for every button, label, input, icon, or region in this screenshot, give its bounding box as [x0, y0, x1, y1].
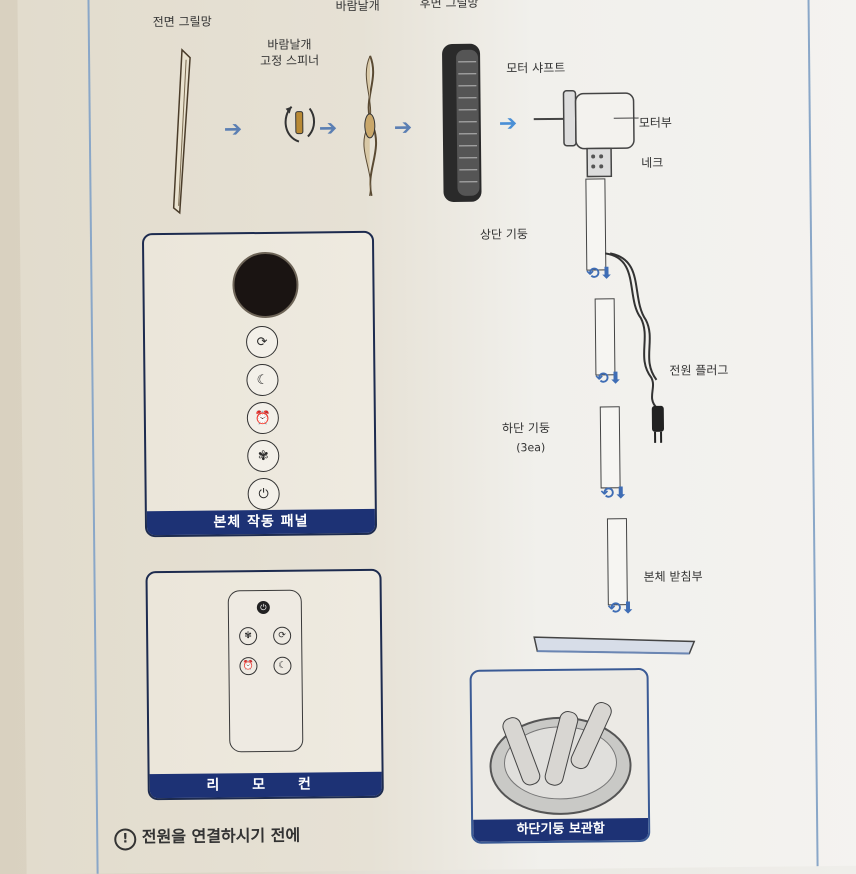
power-icon: ⏻: [258, 486, 268, 501]
remote-sleep-button[interactable]: ☾: [273, 657, 291, 675]
frame-left-line: [87, 0, 98, 874]
display-screen: [232, 252, 299, 319]
power-button[interactable]: ⏻: [247, 478, 279, 510]
remote-fan-speed-button[interactable]: ✾: [239, 627, 257, 645]
rotate-button[interactable]: ⟳: [246, 326, 278, 358]
rear-grill-illustration: [436, 42, 498, 208]
blade-label: 바람날개: [335, 0, 379, 15]
power-icon: ⏻: [260, 603, 266, 612]
base-label: 본체 받침부: [643, 569, 702, 585]
fan-speed-button[interactable]: ✾: [247, 440, 279, 472]
remote-rotate-button[interactable]: ⟳: [273, 627, 291, 645]
timer-icon: ⏰: [255, 410, 271, 425]
upper-pole-label: 상단 기둥: [480, 227, 528, 243]
remote-power-button[interactable]: ⏻: [257, 601, 270, 614]
remote-control-panel: ⏻ ✾ ⟳ ⏰ ☾ 리 모 컨: [145, 569, 383, 800]
blade-illustration: [350, 51, 392, 201]
body-control-panel: ⟳ ☾ ⏰ ✾ ⏻ 본체 작동 패널: [142, 231, 377, 537]
spinner-illustration: [274, 96, 325, 147]
twist-arrow-4: ⟲⬇: [608, 598, 635, 617]
panel-caption: 본체 작동 패널: [147, 509, 375, 535]
base-illustration: [529, 627, 699, 669]
sleep-mode-icon: ☾: [257, 372, 269, 387]
assembly-arrow-2: ➔: [319, 116, 338, 141]
spinner-label: 바람날개 고정 스피너: [260, 37, 319, 69]
motor-unit-label: 모터부: [639, 116, 672, 132]
power-plug-label: 전원 플러그: [669, 363, 728, 379]
assembly-arrow-3: ➔: [394, 115, 413, 140]
remote-caption: 리 모 컨: [150, 772, 382, 798]
neck-label: 네크: [641, 156, 663, 172]
front-grill-label: 전면 그릴망: [153, 14, 212, 30]
frame-right-line: [807, 0, 818, 866]
motor-unit-illustration: [528, 78, 639, 179]
remote-timer-button[interactable]: ⏰: [239, 657, 257, 675]
lower-pole-2: [600, 406, 621, 488]
fan-speed-icon: ✾: [258, 448, 269, 463]
motor-shaft-label: 모터 샤프트: [506, 61, 565, 77]
storage-box: 하단기둥 보관함: [470, 668, 651, 844]
notice-text: 전원을 연결하시기 전에: [142, 826, 301, 847]
rotate-icon: ⟳: [278, 631, 286, 641]
front-grill-illustration: [168, 48, 200, 218]
lower-pole-label: 하단 기둥: [502, 421, 550, 437]
lower-pole-3: [607, 518, 628, 605]
notice-heading: ! 전원을 연결하시기 전에: [114, 822, 300, 851]
rear-grill-label: 후면 그릴망: [419, 0, 478, 12]
lower-pole-qty-label: (3ea): [516, 441, 545, 456]
timer-button[interactable]: ⏰: [247, 402, 279, 434]
sleep-mode-button[interactable]: ☾: [246, 364, 278, 396]
remote-device: ⏻ ✾ ⟳ ⏰ ☾: [228, 590, 304, 753]
timer-icon: ⏰: [243, 661, 254, 671]
fan-speed-icon: ✾: [244, 631, 252, 641]
twist-arrow-2: ⟲⬇: [595, 368, 622, 387]
warning-icon: !: [114, 828, 136, 850]
storage-caption: 하단기둥 보관함: [473, 818, 648, 842]
manual-page: 전면 그릴망 ➔ 바람날개 고정 스피너 ➔ 바람날개 ➔ 후면 그릴망 ➔ 모…: [17, 0, 856, 874]
sleep-mode-icon: ☾: [278, 661, 286, 671]
assembly-arrow-1: ➔: [224, 117, 243, 142]
lower-pole-1: [595, 298, 616, 375]
assembly-arrow-4: ➔: [499, 111, 518, 136]
twist-arrow-3: ⟲⬇: [601, 483, 628, 502]
rotate-icon: ⟳: [257, 334, 268, 349]
